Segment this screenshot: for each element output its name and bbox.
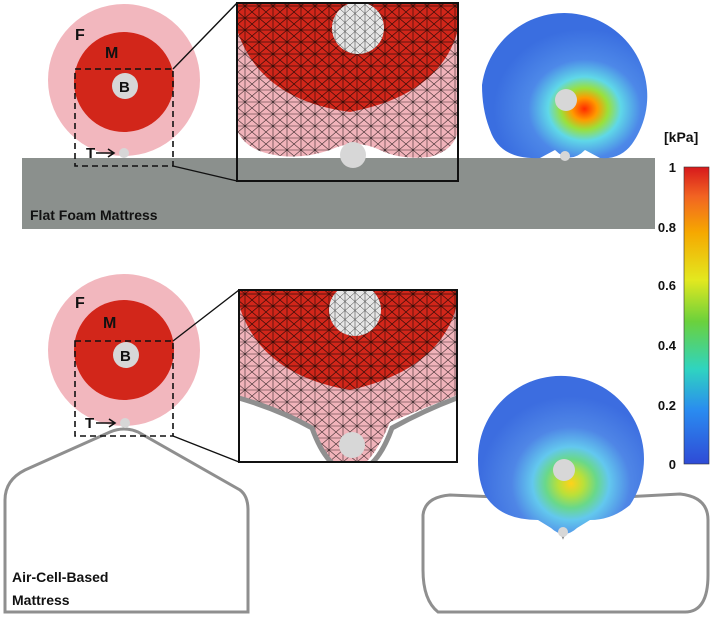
fat-label-bottom: F bbox=[75, 295, 85, 312]
pressure-map-air-cell bbox=[477, 375, 644, 537]
tissue-arrow bbox=[96, 148, 116, 158]
flat-foam-caption: Flat Foam Mattress bbox=[30, 207, 158, 223]
colorbar-tick-0-4: 0.4 bbox=[658, 338, 677, 353]
zoomed-mesh-view-bottom bbox=[239, 290, 457, 462]
colorbar-tick-0-2: 0.2 bbox=[658, 398, 676, 413]
bone-label: B bbox=[119, 79, 130, 96]
zoom-connector-lines-bottom bbox=[172, 289, 240, 463]
colorbar-unit: [kPa] bbox=[664, 129, 698, 145]
zoom-frame-bottom bbox=[238, 289, 458, 463]
tissue-label-bottom: T bbox=[85, 415, 94, 432]
bone-bottom bbox=[113, 342, 139, 368]
zoom-region-box bbox=[74, 68, 174, 167]
colorbar-gradient bbox=[683, 166, 710, 465]
zoom-connector-lines bbox=[172, 2, 238, 182]
muscle-label-bottom: M bbox=[103, 315, 116, 332]
tissue-label: T bbox=[86, 145, 95, 162]
air-cell-caption-line2: Mattress bbox=[12, 592, 70, 608]
fat-label: F bbox=[75, 27, 85, 44]
zoomed-mesh-view bbox=[237, 3, 458, 181]
tissue-arrow-bottom bbox=[96, 418, 117, 428]
top-panel: Flat Foam Mattress F M B T bbox=[22, 2, 655, 229]
bone-label-bottom: B bbox=[120, 348, 131, 365]
muscle-label: M bbox=[105, 45, 118, 62]
air-cell-caption-line1: Air-Cell-Based bbox=[12, 569, 108, 585]
pressure-map-flat bbox=[482, 13, 648, 161]
tissue-marker-bottom bbox=[120, 418, 130, 428]
colorbar-tick-0-6: 0.6 bbox=[658, 278, 676, 293]
zoom-frame bbox=[236, 2, 459, 182]
colorbar: [kPa] 1 0.8 0.6 0.4 0.2 0 bbox=[658, 129, 710, 472]
colorbar-tick-0-8: 0.8 bbox=[658, 220, 676, 235]
tissue-marker bbox=[119, 148, 129, 158]
bone bbox=[112, 73, 138, 99]
colorbar-tick-1: 1 bbox=[669, 160, 676, 175]
air-cell-mattress-left bbox=[3, 427, 250, 614]
bottom-panel: Air-Cell-Based Mattress F M B T bbox=[3, 274, 710, 614]
zoom-region-box-bottom bbox=[74, 340, 174, 437]
colorbar-tick-0: 0 bbox=[669, 457, 676, 472]
